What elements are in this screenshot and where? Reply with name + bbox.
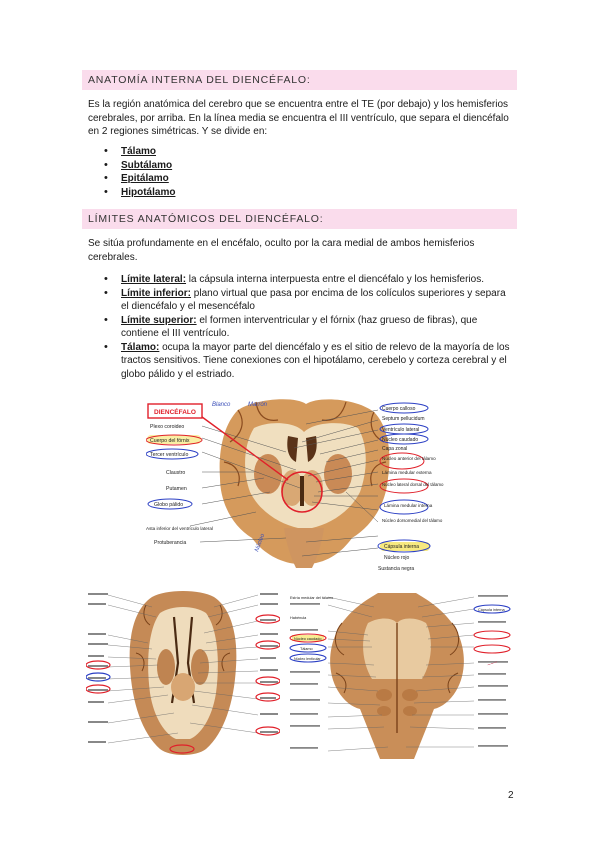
coronal-section-illustration: DIENCÉFALO Blanco Marrón Núcleo Plexo co… [146,399,444,572]
limits-list: Límite lateral: la cápsula interna inter… [104,273,516,381]
label-talamo: Tálamo [300,647,313,651]
section-header-anatomia: ANATOMÍA INTERNA DEL DIENCÉFALO: [82,70,517,90]
label-septum: Septum pellucidum [382,416,425,422]
horizontal-section-figure [86,583,280,763]
label-protuberancia: Protuberancia [154,540,186,546]
dorsal-view-figure: Estría medular del tálamo Habénula Núcle… [288,583,514,763]
list-item: Límite superior: el formen interventricu… [104,314,516,341]
list-item: Subtálamo [104,159,175,173]
label-cuerpo-calloso: Cuerpo calloso [382,406,416,412]
label-nucleo-anterior: Núcleo anterior del tálamo [382,456,436,461]
label-capsula-interna: Cápsula interna [478,608,505,612]
label-asta-inferior: Asta inferior del ventrículo lateral [146,526,213,531]
label-capsula-interna: Cápsula interna [384,544,419,550]
limits-intro-paragraph: Se sitúa profundamente en el encéfalo, o… [88,238,475,263]
list-item: Hipotálamo [104,186,175,200]
list-item: Epitálamo [104,172,175,186]
dorsal-view-illustration: Estría medular del tálamo Habénula Núcle… [289,593,511,759]
divisions-list: Tálamo Subtálamo Epitálamo Hipotálamo [104,145,175,199]
handwritten-note: Marrón [248,402,268,408]
section-header-limites: LÍMITES ANATÓMICOS DEL DIENCÉFALO: [82,209,517,229]
list-item: Tálamo: ocupa la mayor parte del diencéf… [104,341,516,382]
diencefalo-badge-text: DIENCÉFALO [154,407,196,416]
label-putamen: Putamen [166,486,187,492]
label-habenula: Habénula [290,616,307,620]
label-sustancia-negra: Sustancia negra [378,566,414,572]
coronal-section-figure: DIENCÉFALO Blanco Marrón Núcleo Plexo co… [146,392,452,574]
horizontal-section-illustration [86,591,280,755]
intro-paragraph: Es la región anatómica del cerebro que s… [88,99,509,137]
label-tercer-ventriculo: Tercer ventrículo [150,452,188,458]
svg-text:~~~: ~~~ [487,659,499,668]
label-globo-palido: Globo pálido [154,502,183,508]
handwritten-note: Blanco [212,402,231,408]
label-nucleo-dorsomedial: Núcleo dorsomedial del tálamo [382,518,443,523]
label-claustro: Claustro [166,470,185,476]
label-ventriculo-lateral: Ventrículo lateral [382,427,419,433]
page-number: 2 [508,790,514,801]
label-nucleo-rojo: Núcleo rojo [384,555,410,561]
list-item: Límite inferior: plano virtual que pasa … [104,287,516,314]
label-nucleo-caudado: Núcleo caudado [382,437,418,443]
list-item: Límite lateral: la cápsula interna inter… [104,273,516,287]
label-nucleo-lateral-dorsal: Núcleo lateral dorsal del tálamo [382,482,444,487]
label-cuerpo-fornix: Cuerpo del fórnix [150,438,190,444]
diencefalo-badge [147,403,203,419]
label-lamina-externa: Lámina medular externa [382,470,432,475]
label-nucleo-lenticular: Núcleo lenticular [294,657,321,661]
list-item: Tálamo [104,145,175,159]
label-lamina-interna: Lámina medular interna [384,503,433,508]
label-capa-zonal: Capa zonal [382,446,407,452]
label-nucleo-caudado: Núcleo caudado [294,637,321,641]
label-estria-medular: Estría medular del tálamo [290,596,333,600]
section-title: LÍMITES ANATÓMICOS DEL DIENCÉFALO: [88,213,324,225]
label-plexo-coroideo: Plexo coroideo [150,424,184,430]
section-title: ANATOMÍA INTERNA DEL DIENCÉFALO: [88,74,311,86]
